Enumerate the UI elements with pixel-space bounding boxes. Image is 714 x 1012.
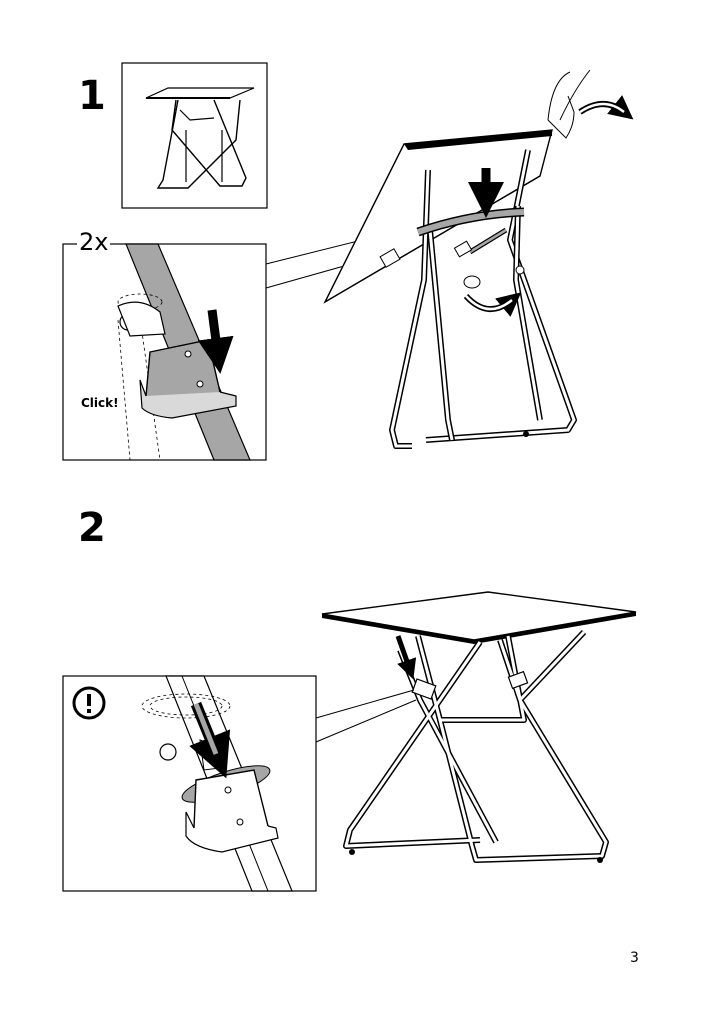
- step2-main-drawing: [321, 591, 637, 863]
- step2-detail-callout: [62, 675, 417, 892]
- exclamation-circle-icon: [72, 686, 106, 720]
- step1-main-drawing: [323, 69, 634, 449]
- detail-count-label: 2x: [77, 228, 111, 256]
- click-label: Click!: [81, 396, 119, 410]
- step1-thumbnail: [121, 62, 268, 209]
- page-number: 3: [630, 950, 639, 966]
- step-2-number: 2: [78, 505, 106, 551]
- step-1-number: 1: [78, 73, 106, 119]
- step1-detail-callout: [62, 227, 411, 461]
